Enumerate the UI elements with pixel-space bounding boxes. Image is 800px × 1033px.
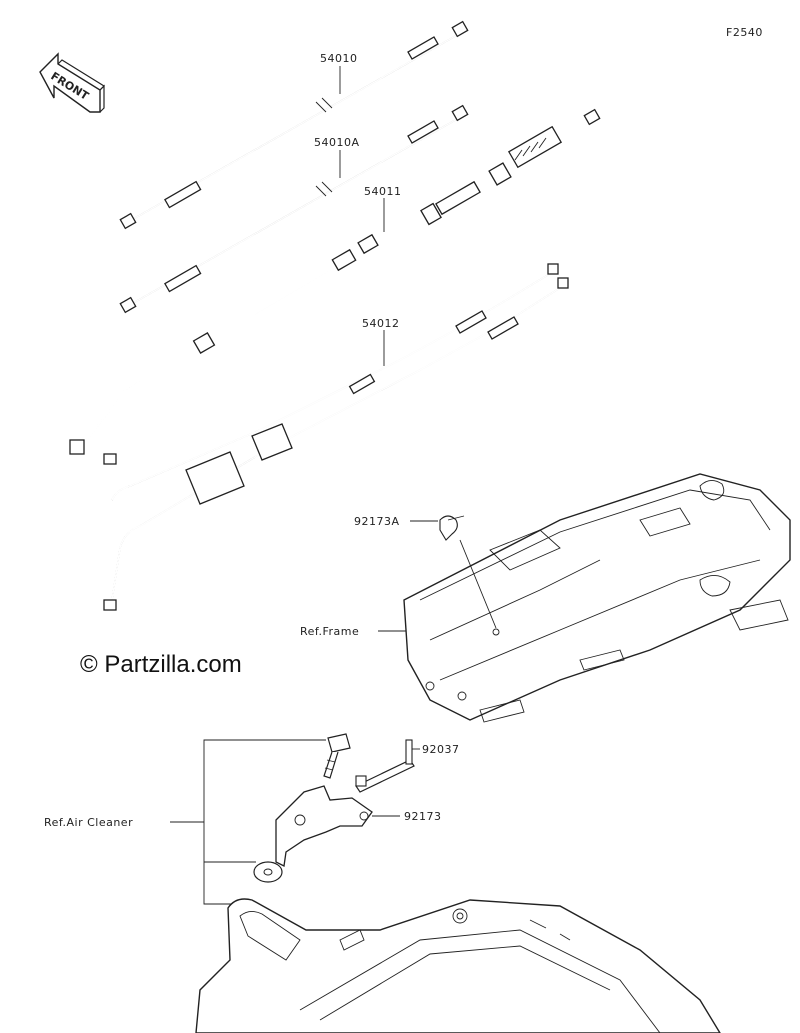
figure-code: F2540 <box>726 26 763 39</box>
label-ref-frame: Ref.Frame <box>300 625 359 638</box>
cable-54010 <box>119 20 469 230</box>
label-92037: 92037 <box>422 743 460 756</box>
label-54010A: 54010A <box>314 136 360 149</box>
frame-drawing <box>403 473 791 723</box>
front-arrow-icon: FRONT <box>39 52 105 113</box>
air-cleaner-bracket <box>170 739 326 905</box>
label-54012: 54012 <box>362 317 400 330</box>
cable-54010A <box>119 104 469 314</box>
watermark: © Partzilla.com <box>80 651 242 678</box>
clip-92173A-icon <box>439 515 465 541</box>
air-cleaner-drawing <box>195 898 721 1033</box>
bolt-icon <box>323 733 351 779</box>
label-92173A: 92173A <box>354 515 400 528</box>
label-54011: 54011 <box>364 185 402 198</box>
label-54010: 54010 <box>320 52 358 65</box>
cable-54011 <box>69 108 601 455</box>
cable-54012 <box>103 263 569 611</box>
stay-bracket-icon <box>275 785 373 867</box>
label-ref-air-cleaner: Ref.Air Cleaner <box>44 816 133 829</box>
washer-icon <box>253 861 283 883</box>
label-92173: 92173 <box>404 810 442 823</box>
clamp-92037-icon <box>355 739 415 793</box>
